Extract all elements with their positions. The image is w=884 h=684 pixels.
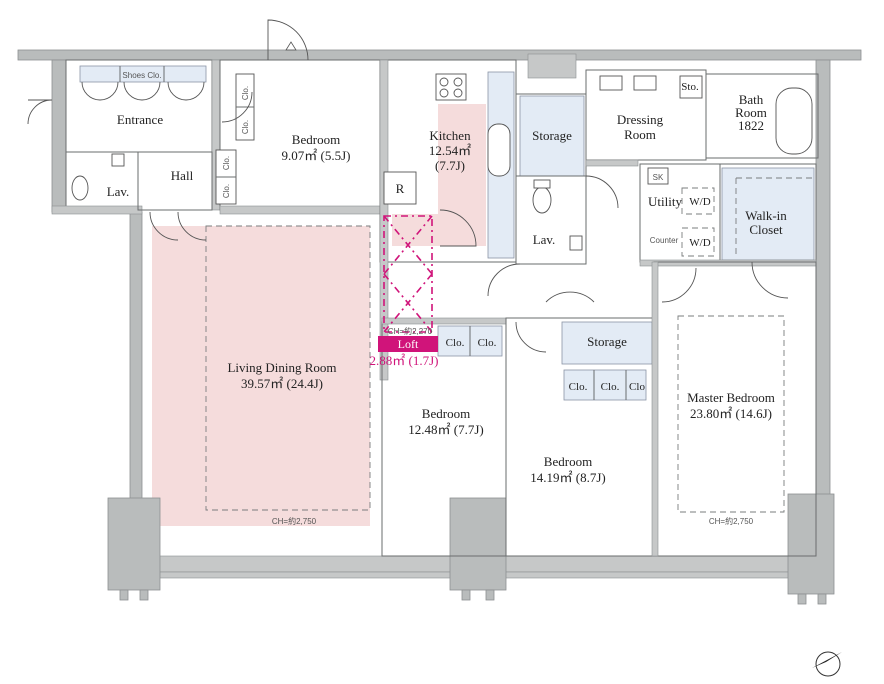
left-lower-wall (129, 211, 143, 533)
bedroom-top-area: 9.07㎡ (5.5J) (282, 148, 351, 163)
bedroom-right-closet-3: Clo (629, 381, 645, 393)
bedroom-right-closet (563, 369, 647, 401)
master-ch: CH=約2,750 (709, 516, 754, 526)
shoes-closet-doors (81, 81, 205, 101)
loft (378, 215, 438, 352)
walkin-line2: Closet (749, 222, 783, 237)
triangle-up-icon (285, 41, 297, 51)
left-upper-wall (51, 59, 67, 213)
bedroom-top-closet-label-2: Clo. (241, 120, 250, 134)
master-area: 23.80㎡ (14.6J) (690, 406, 772, 421)
shoes-closet (79, 65, 207, 83)
bedroom-right-closet-1: Clo. (569, 381, 588, 393)
loft-badge (378, 336, 438, 352)
shoes-closet-label: Shoes Clo. (122, 71, 161, 80)
loft-area: 2.88㎡ (1.7J) (370, 353, 439, 368)
living-ch: CH=約2,750 (272, 516, 317, 526)
loft-ch: CH=約2,270 (388, 326, 433, 336)
bath-line1: Bath (739, 92, 764, 107)
master-name: Master Bedroom (687, 390, 775, 405)
bedroom-right-closet-2: Clo. (601, 381, 620, 393)
hall-label: Hall (171, 168, 194, 183)
wd2-label: W/D (689, 237, 710, 249)
bedroom-mid-area: 12.48㎡ (7.7J) (408, 422, 483, 437)
kitchen-j: (7.7J) (435, 158, 465, 173)
bath-line2: Room (735, 105, 767, 120)
bathtub (775, 87, 813, 155)
wd1-label: W/D (689, 196, 710, 208)
kitchen-name: Kitchen (429, 128, 471, 143)
dressing-line1: Dressing (617, 112, 664, 127)
bedroom-mid-closet-2: Clo. (478, 337, 497, 349)
cooktop (435, 73, 467, 101)
entrance-label: Entrance (117, 112, 163, 127)
dressing-line2: Room (624, 127, 656, 142)
toilet-mid (532, 186, 552, 214)
loft-label: Loft (398, 337, 419, 351)
living-area: 39.57㎡ (24.4J) (241, 376, 323, 391)
bedroom-top-name: Bedroom (292, 132, 340, 147)
lav-left-label: Lav. (107, 184, 130, 199)
living-ceiling-outline (205, 225, 371, 511)
doors (27, 19, 789, 353)
walkin-line1: Walk-in (745, 208, 787, 223)
kitchen-area: 12.54㎡ (429, 143, 471, 158)
hall-closet-label-1: Clo. (222, 156, 231, 170)
bedroom-mid-name: Bedroom (422, 406, 470, 421)
lav-mid-label: Lav. (533, 232, 556, 247)
top-wall (17, 49, 862, 61)
sto-label: Sto. (681, 81, 699, 93)
bedroom-mid-closet-1: Clo. (446, 337, 465, 349)
bedroom-right-area: 14.19㎡ (8.7J) (530, 470, 605, 485)
hall-closet-label-2: Clo. (222, 184, 231, 198)
living-floor (152, 226, 370, 526)
storage-mid-label: Storage (587, 334, 627, 349)
kitchen-sink (487, 123, 511, 177)
master-ceiling-outline (677, 315, 785, 513)
refrigerator-label: R (396, 181, 405, 196)
toilet-left (71, 175, 89, 201)
utility-label: Utility (648, 194, 682, 209)
counter-label: Counter (650, 236, 679, 245)
bedroom-right-name: Bedroom (544, 454, 592, 469)
storage-top-label: Storage (532, 128, 572, 143)
bedroom-top-closet-label-1: Clo. (241, 86, 250, 100)
north-arrow-icon (812, 651, 842, 677)
kitchen-floor (438, 104, 486, 246)
bath-size: 1822 (738, 118, 764, 133)
walkin-fill (721, 167, 815, 261)
refrigerator (383, 171, 417, 205)
living-name: Living Dining Room (227, 360, 336, 375)
sk-label: SK (653, 173, 664, 182)
